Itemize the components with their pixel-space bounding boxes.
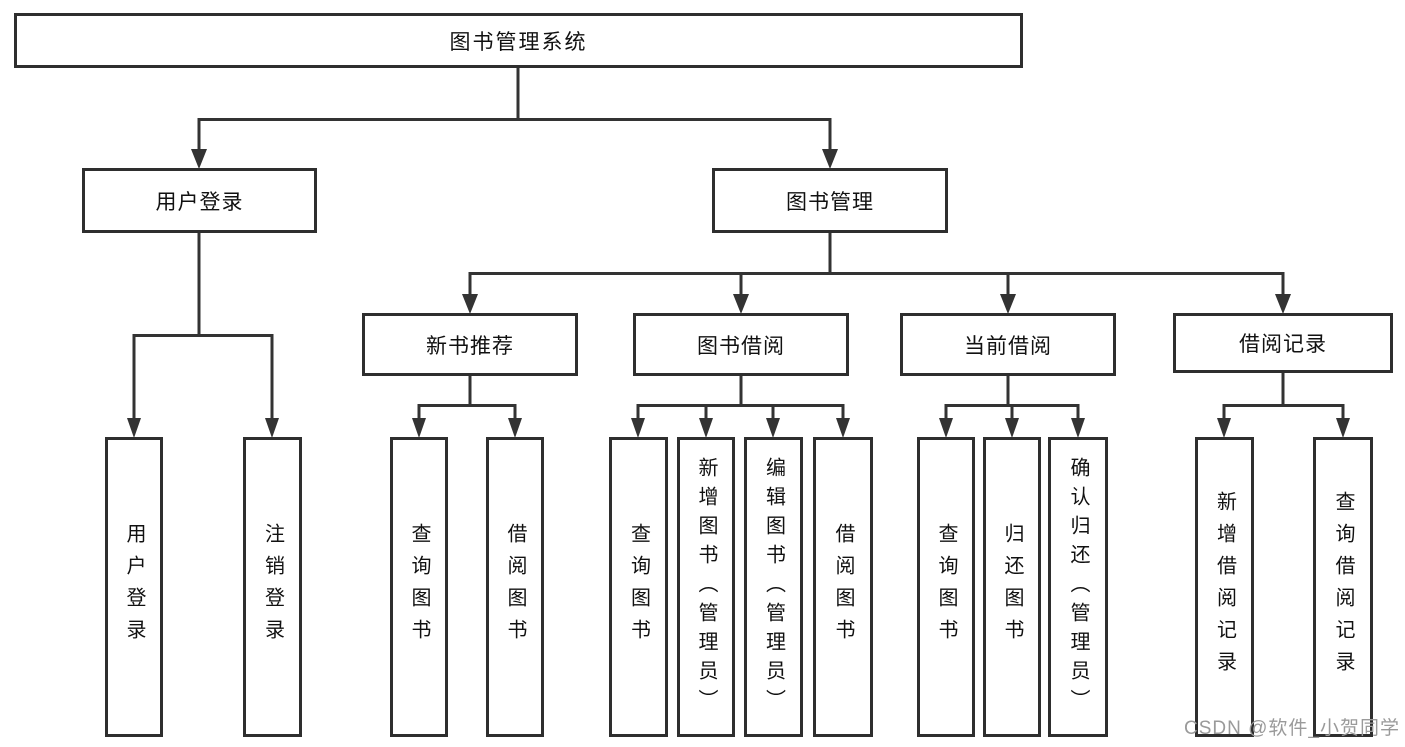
node-book-management: 图书管理	[712, 168, 948, 233]
node-root: 图书管理系统	[14, 13, 1023, 68]
node-borrowing-records: 借阅记录	[1173, 313, 1393, 373]
node-new-book-recommendation: 新书推荐	[362, 313, 578, 376]
leaf-query-books-borrowing: 查询图书	[609, 437, 668, 737]
node-current-borrowing: 当前借阅	[900, 313, 1116, 376]
arrowheads	[127, 149, 1350, 438]
leaf-edit-book-admin: 编辑图书（管理员）	[744, 437, 803, 737]
leaf-return-book: 归还图书	[983, 437, 1041, 737]
leaf-logout: 注销登录	[243, 437, 302, 737]
leaf-user-login: 用户登录	[105, 437, 163, 737]
leaf-label: 借阅图书	[832, 523, 854, 651]
leaf-label: 归还图书	[1001, 523, 1023, 651]
csdn-watermark: CSDN @软件_小贺同学	[1184, 718, 1400, 739]
leaf-query-books-current: 查询图书	[917, 437, 975, 737]
leaf-query-books-recommend: 查询图书	[390, 437, 448, 737]
node-book-borrowing: 图书借阅	[633, 313, 849, 376]
leaf-label: 注销登录	[261, 523, 284, 651]
leaf-label: 借阅图书	[504, 523, 526, 651]
leaf-label: 查询图书	[408, 523, 430, 651]
leaf-label: 新增借阅记录	[1213, 491, 1236, 683]
leaf-label: 查询图书	[627, 523, 650, 651]
leaf-label: 新增图书（管理员）	[695, 456, 717, 718]
leaf-label: 编辑图书（管理员）	[762, 456, 785, 718]
leaf-borrow-books-borrowing: 借阅图书	[813, 437, 873, 737]
leaf-add-borrow-record: 新增借阅记录	[1195, 437, 1254, 737]
leaf-label: 确认归还（管理员）	[1067, 456, 1089, 718]
leaf-query-borrow-record: 查询借阅记录	[1313, 437, 1373, 737]
leaf-label: 查询借阅记录	[1332, 491, 1354, 683]
leaf-confirm-return-admin: 确认归还（管理员）	[1048, 437, 1108, 737]
node-user-login: 用户登录	[82, 168, 317, 233]
leaf-label: 查询图书	[935, 523, 957, 651]
leaf-label: 用户登录	[123, 523, 145, 651]
leaf-add-book-admin: 新增图书（管理员）	[677, 437, 735, 737]
leaf-borrow-books-recommend: 借阅图书	[486, 437, 544, 737]
